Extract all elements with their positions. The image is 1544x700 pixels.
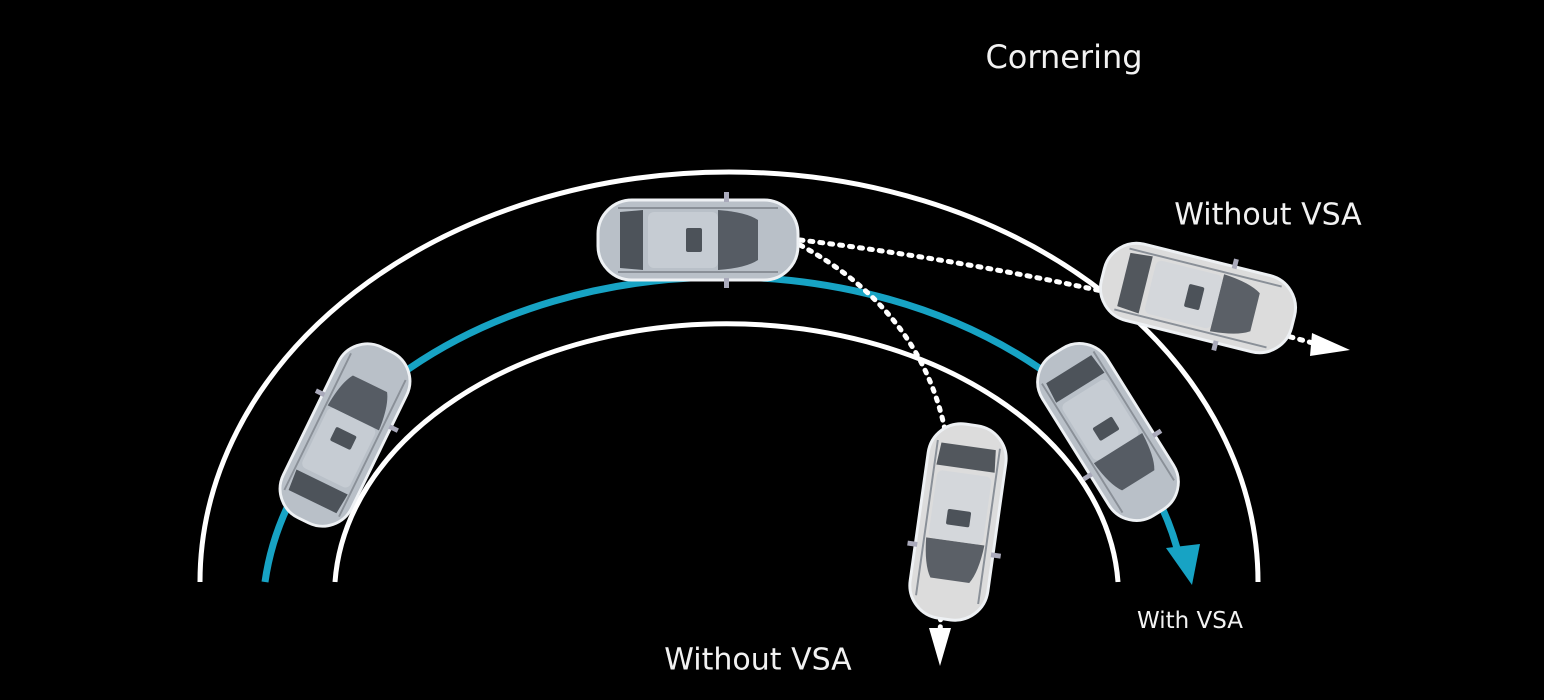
outer-road-edge	[197, 169, 1261, 583]
without-vsa-arrow-bottom-icon	[929, 628, 951, 666]
inner-road-edge	[332, 321, 1121, 583]
car-apex	[596, 190, 800, 290]
without-vsa-arrow-top-icon	[1310, 333, 1350, 356]
diagram-title: Cornering	[985, 38, 1143, 76]
label-without-vsa-bottom: Without VSA	[664, 642, 852, 678]
car-without-vsa-oversteer	[896, 416, 1020, 628]
car-without-vsa-understeer	[1090, 227, 1306, 369]
with-vsa-arrow-icon	[1166, 544, 1200, 585]
without-vsa-path-bottom	[797, 242, 948, 643]
label-without-vsa-top: Without VSA	[1174, 197, 1362, 233]
car-entering	[260, 328, 430, 542]
label-with-vsa: With VSA	[1136, 608, 1244, 634]
